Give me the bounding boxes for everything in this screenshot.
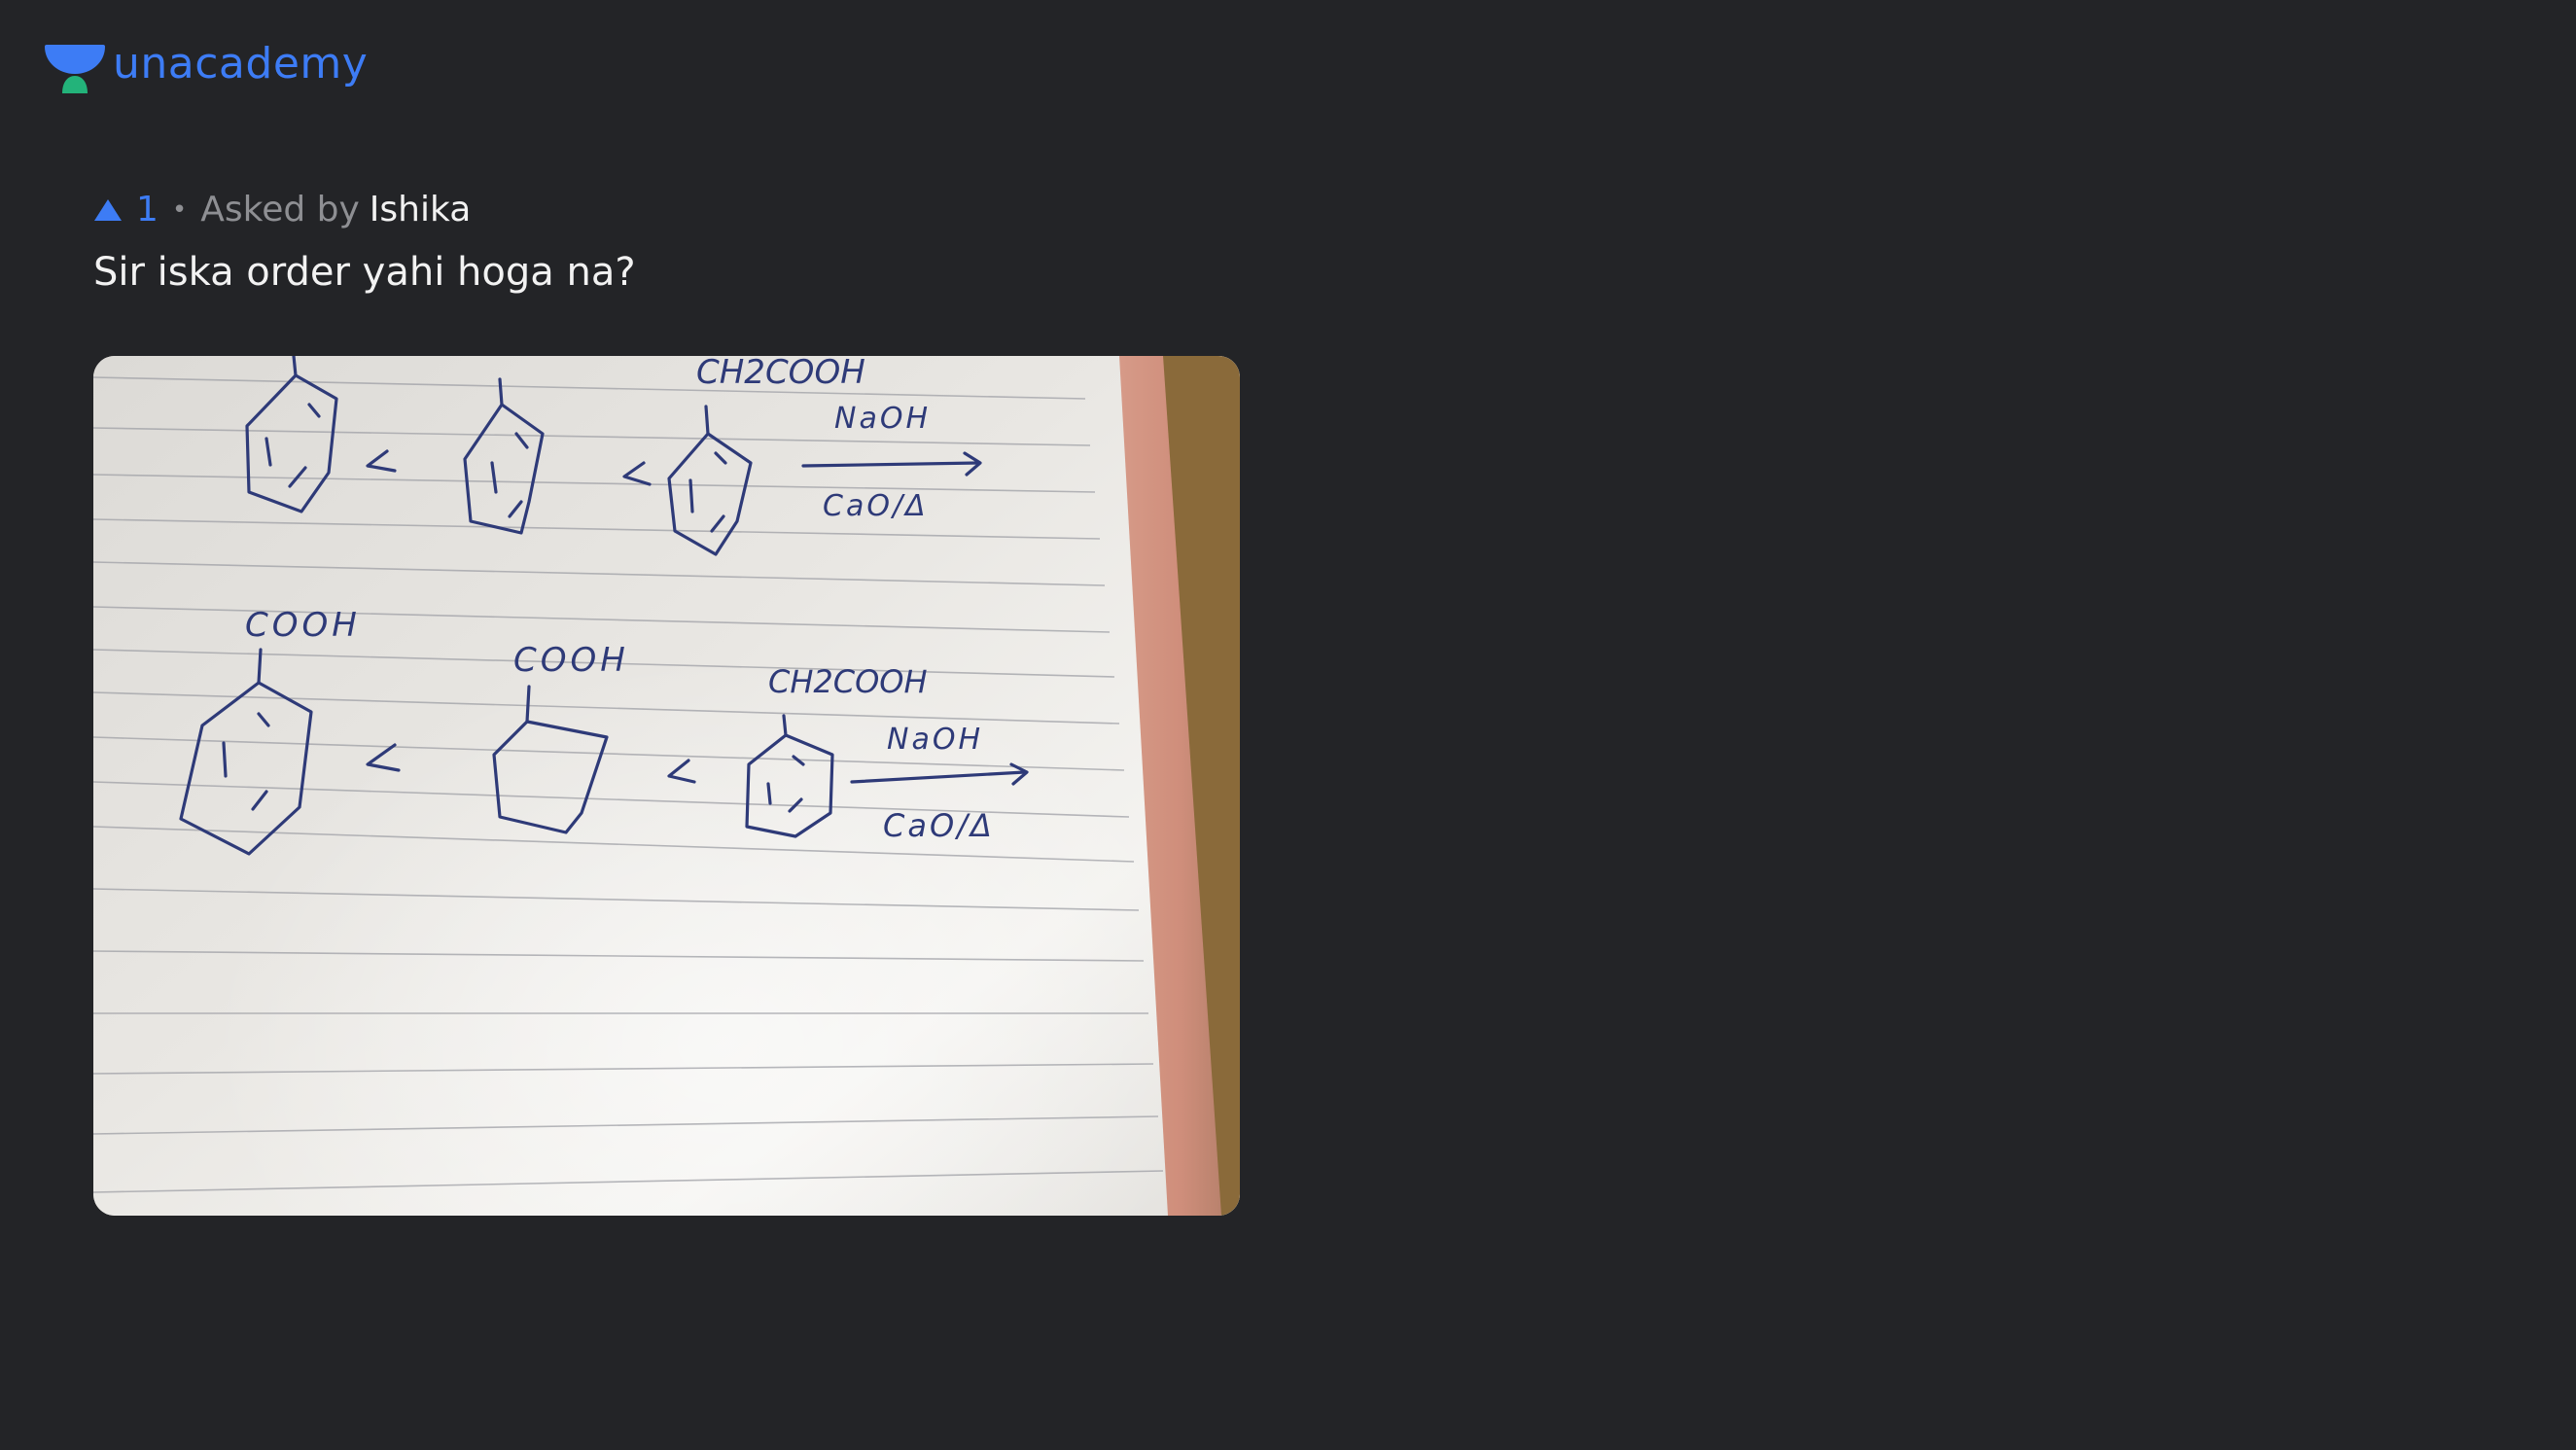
row2-label-1: COOH [245,606,361,645]
row1-reagent-bottom: CaO/Δ [823,489,929,523]
unacademy-logo[interactable]: unacademy [45,41,368,95]
upvote-triangle-icon [94,199,122,221]
question-text: Sir iska order yahi hoga na? [93,250,636,295]
question-meta: 1 • Asked by Ishika [93,189,471,231]
unacademy-cup-icon [45,45,105,93]
upvote-button[interactable]: 1 [93,189,159,231]
row2-label-2: COOH [513,641,629,680]
row2-label-3: CH2COOH [768,663,928,700]
row2-reagent-bottom: CaO/Δ [883,807,995,844]
row2-reagent-top: NaOH [887,723,983,757]
author-name[interactable]: Ishika [369,190,472,230]
asked-by-label: Asked by [200,190,360,230]
meta-separator: • [171,195,188,225]
logo-text: unacademy [113,39,369,88]
upvote-count: 1 [136,190,159,230]
handwritten-notes-photo: CH2COOH NaOH CaO/Δ [93,356,1240,1216]
question-attachment-image[interactable]: CH2COOH NaOH CaO/Δ [93,356,1240,1216]
row1-reagent-top: NaOH [834,402,931,436]
row1-top-label: CH2COOH [696,356,865,392]
